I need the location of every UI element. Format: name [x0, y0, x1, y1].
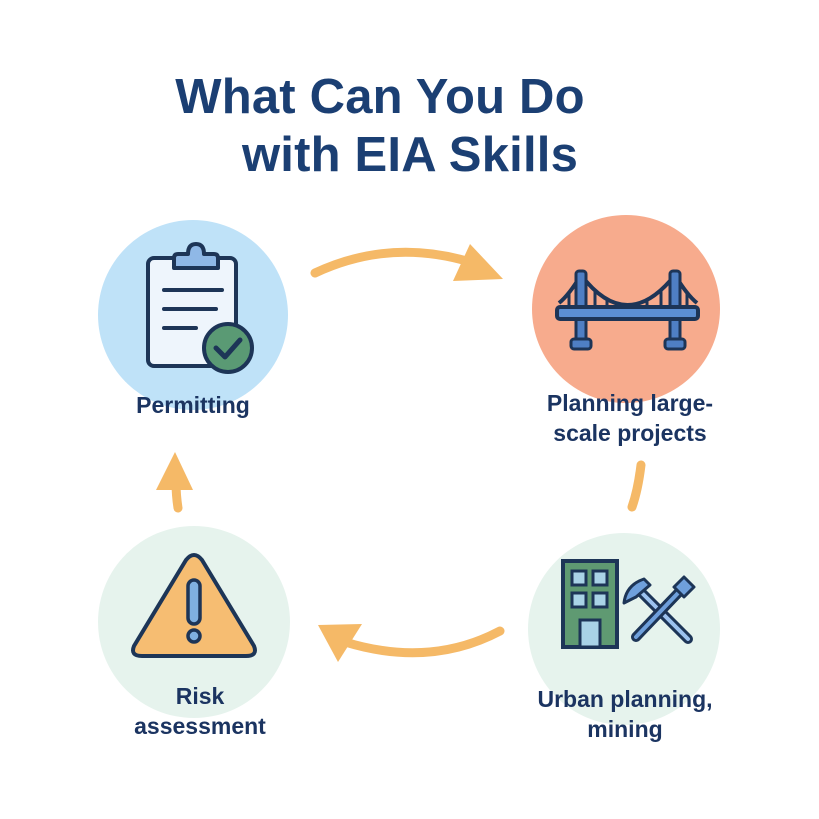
planning-label-line-2: scale projects	[553, 420, 707, 446]
permitting-label-text: Permitting	[136, 392, 250, 418]
risk-label: Risk assessment	[90, 681, 310, 741]
building-icon	[561, 559, 619, 649]
risk-label-line-1: Risk	[175, 683, 225, 709]
urban-circle	[528, 533, 720, 725]
planning-label-line-1: Planning large-	[546, 390, 714, 416]
permitting-label: Permitting	[98, 390, 288, 420]
urban-label-line-1: Urban planning,	[537, 686, 713, 712]
bridge-icon	[555, 269, 700, 351]
warning-triangle-icon	[131, 553, 257, 658]
page-title: What Can You Do with EIA Skills	[0, 68, 760, 184]
title-line-1: What Can You Do	[175, 70, 585, 124]
planning-label: Planning large- scale projects	[510, 388, 750, 448]
urban-label-line-2: mining	[587, 716, 663, 742]
risk-label-line-2: assessment	[134, 713, 266, 739]
hammer-and-wrench-icon	[622, 575, 696, 644]
clipboard-check-icon	[146, 242, 254, 374]
title-line-2: with EIA Skills	[241, 128, 579, 182]
urban-label: Urban planning, mining	[500, 684, 750, 744]
